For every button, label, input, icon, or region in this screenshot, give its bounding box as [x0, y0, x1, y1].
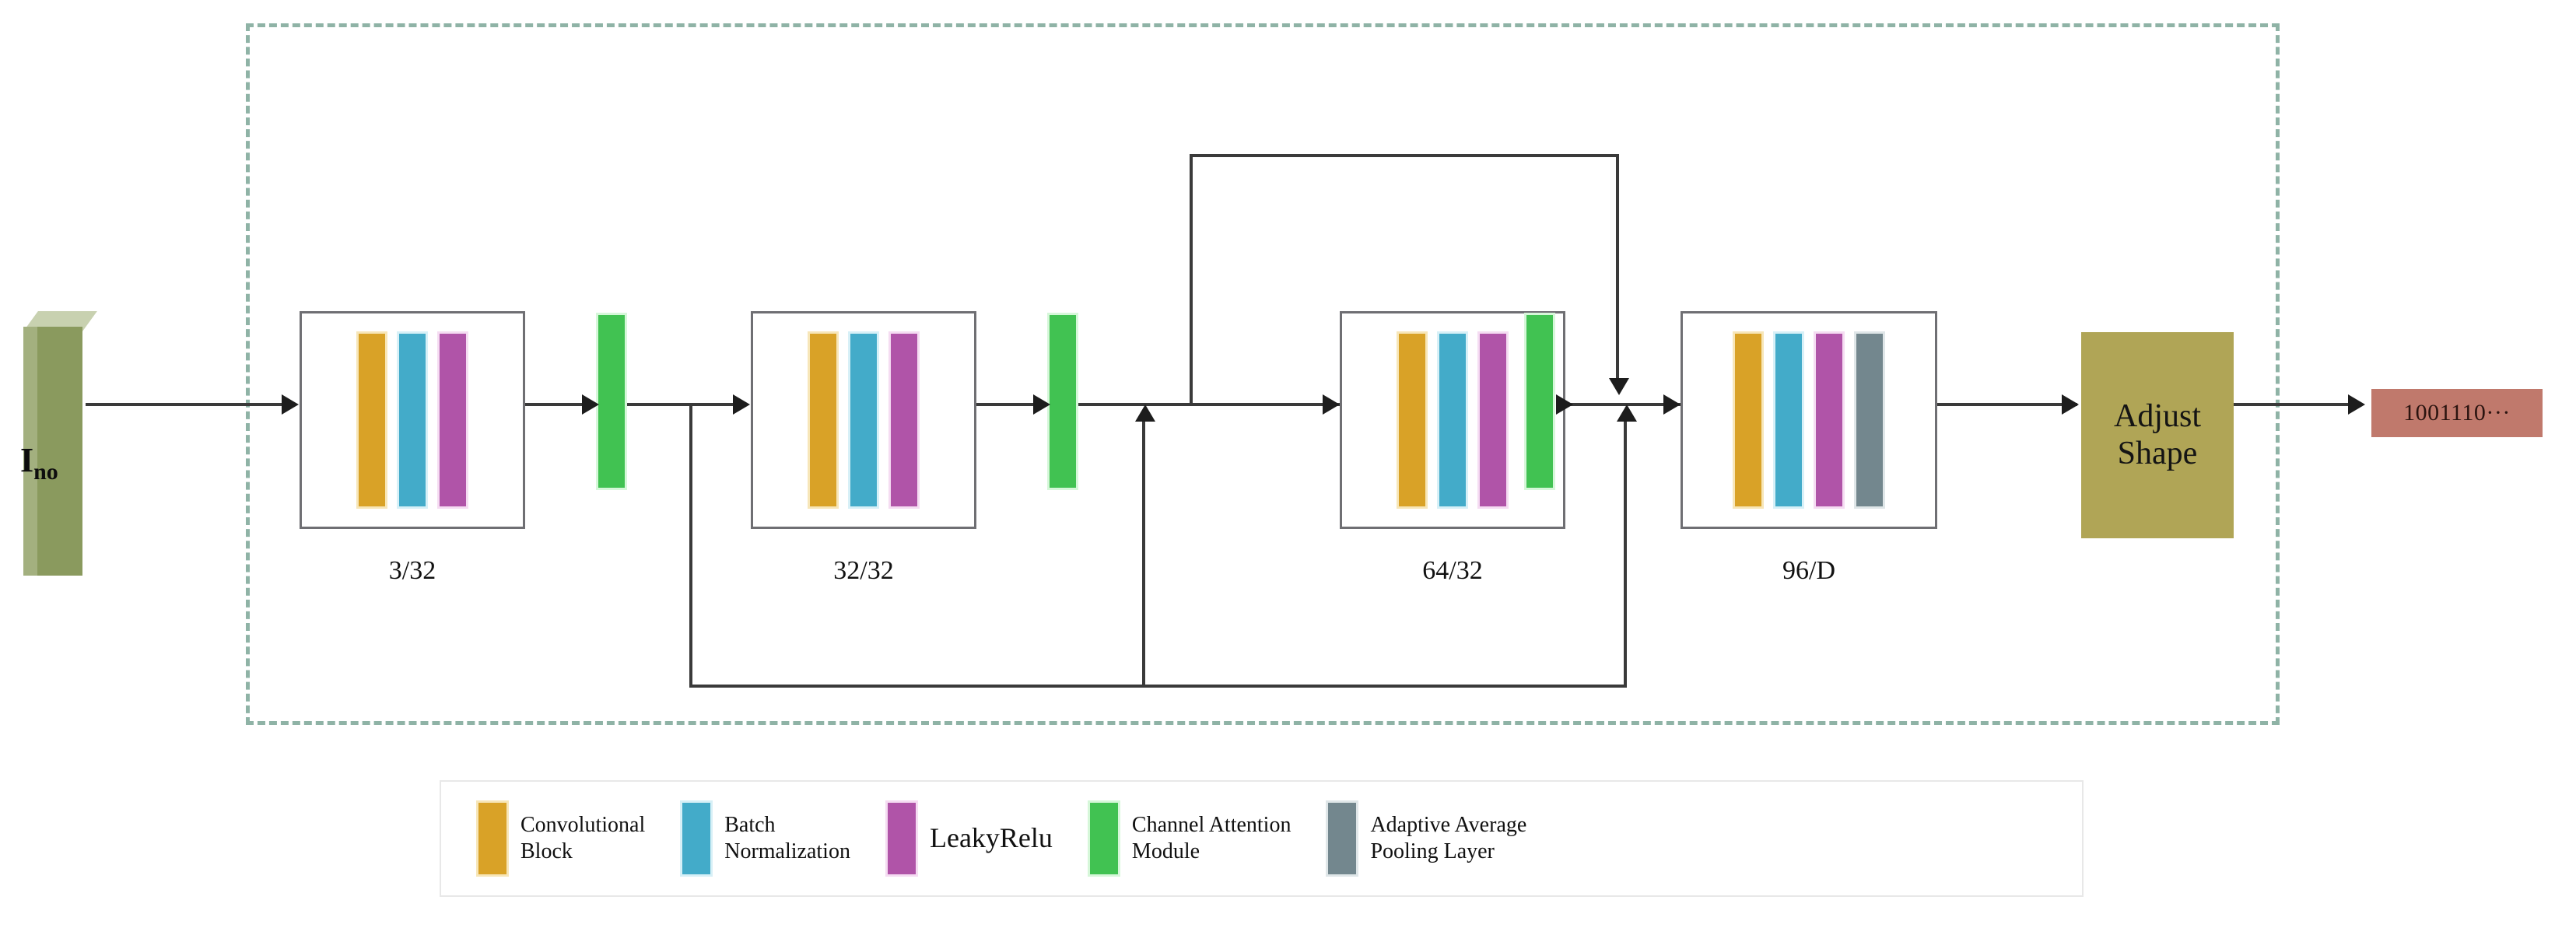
- bn-bar-block3: [1439, 334, 1466, 506]
- network-dashed-boundary: [246, 23, 2280, 725]
- arrowhead-into-cam2: [1033, 394, 1050, 415]
- bn-bar-block2: [850, 334, 877, 506]
- arrowhead-into-block3: [1323, 394, 1340, 415]
- binary-output-box: 1001110···: [2371, 389, 2543, 437]
- skip1-down-segment: [689, 403, 692, 688]
- input-label-main: I: [20, 441, 34, 479]
- bn-bar-block4: [1775, 334, 1802, 506]
- conv-block-3-caption: 64/32: [1422, 556, 1483, 585]
- skip2-arrowhead-merge: [1135, 404, 1155, 422]
- arrowhead-into-cam3: [1556, 394, 1573, 415]
- conv-bar-block1: [359, 334, 385, 506]
- edge-block1-to-cam1: [525, 403, 599, 406]
- edge-adjust-shape-to-output: [2234, 403, 2354, 406]
- conv-block-1: [300, 311, 525, 529]
- legend-swatch-adaptive-average-pooling: [1328, 803, 1357, 874]
- input-image-slab: [23, 311, 97, 576]
- legend-item-leaky-relu: LeakyRelu: [887, 803, 1053, 874]
- conv-block-3: [1340, 311, 1565, 529]
- lrelu-bar-block1: [440, 334, 466, 506]
- edge-cam1-to-block2: [625, 403, 738, 406]
- skip2-top-descender: [1616, 154, 1619, 380]
- lrelu-bar-block3: [1480, 334, 1506, 506]
- adjust-shape-line-2: Shape: [2117, 435, 2198, 471]
- conv-bar-block3: [1399, 334, 1425, 506]
- legend-swatch-convolutional-block: [478, 803, 506, 874]
- arrowhead-into-cam1: [582, 394, 599, 415]
- skip1-arrowhead-merge: [1617, 404, 1637, 422]
- conv-block-4: [1681, 311, 1937, 529]
- channel-attention-module-2: [1050, 315, 1076, 488]
- arrowhead-into-adjust-shape: [2062, 394, 2079, 415]
- conv-block-2: [751, 311, 976, 529]
- legend-swatch-batch-normalization: [682, 803, 711, 874]
- arrowhead-into-block4: [1663, 394, 1681, 415]
- conv-bar-block4: [1735, 334, 1761, 506]
- conv-bar-block2: [810, 334, 836, 506]
- conv-block-4-caption: 96/D: [1782, 556, 1835, 585]
- input-label-subscript: no: [33, 458, 58, 485]
- skip2-top-rail: [1190, 154, 1619, 157]
- legend-swatch-channel-attention-module: [1089, 803, 1118, 874]
- skip2-arrowhead-down: [1609, 378, 1629, 395]
- lrelu-bar-block2: [891, 334, 917, 506]
- arrowhead-into-block2: [733, 394, 750, 415]
- adjust-shape-box: Adjust Shape: [2081, 332, 2234, 538]
- edge-block4-to-adjust-shape: [1937, 403, 2077, 406]
- legend-label-leaky-relu: LeakyRelu: [929, 822, 1053, 854]
- skip1-up-segment: [1624, 420, 1627, 688]
- edge-block2-to-cam2: [976, 403, 1050, 406]
- conv-block-1-caption: 3/32: [388, 556, 436, 585]
- skip2-top-riser: [1190, 154, 1193, 404]
- adjust-shape-line-1: Adjust: [2113, 398, 2201, 435]
- channel-attention-module-1: [598, 315, 625, 488]
- legend-swatch-leaky-relu: [887, 803, 916, 874]
- slab-front-face: [37, 327, 82, 576]
- bn-bar-block1: [399, 334, 426, 506]
- lrelu-bar-block4: [1816, 334, 1842, 506]
- arrowhead-into-block1: [282, 394, 299, 415]
- arrowhead-into-output: [2348, 394, 2365, 415]
- conv-block-2-caption: 32/32: [833, 556, 894, 585]
- edge-input-to-block1: [86, 403, 286, 406]
- edge-cam2-to-block3: [1076, 403, 1341, 406]
- input-label: Ino: [20, 443, 58, 484]
- channel-attention-module-3: [1526, 315, 1553, 488]
- skip1-bottom-segment: [689, 685, 1627, 688]
- slab-side-face: [23, 327, 38, 576]
- skip2-up-segment: [1142, 420, 1145, 688]
- pool-bar-block4: [1856, 334, 1883, 506]
